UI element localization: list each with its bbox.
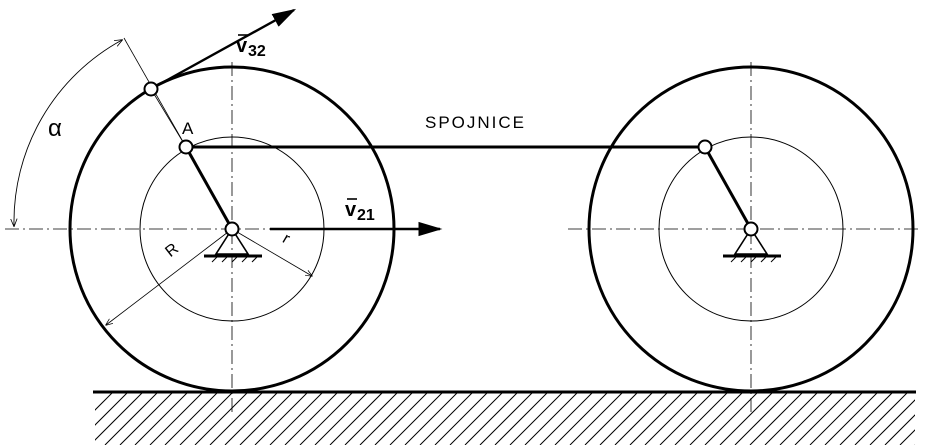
right-crank	[703, 146, 753, 230]
hatch-line	[884, 414, 915, 445]
hatch-line	[269, 392, 324, 445]
right-wheel-inner-circle	[658, 136, 844, 322]
radius-R-label: R	[162, 240, 182, 261]
hatch-line	[779, 392, 834, 445]
hatch-line	[809, 392, 864, 445]
v21-label: v 21	[345, 198, 375, 224]
hatch-line	[524, 392, 579, 445]
right-pivot-support	[723, 227, 781, 263]
hatch-line	[449, 392, 504, 445]
joint-right-center	[743, 221, 759, 237]
joint-A	[178, 139, 194, 155]
hatch-line	[794, 392, 849, 445]
radial-line-rim-to-A	[150, 88, 187, 148]
alpha-arc	[14, 40, 122, 226]
joint-rim-point	[143, 81, 159, 97]
hatch-line	[209, 392, 264, 445]
hatch-line	[434, 392, 489, 445]
hatch-line	[344, 392, 399, 445]
hatch-line	[149, 392, 204, 445]
hatch-line	[314, 392, 369, 445]
hatch-line	[284, 392, 339, 445]
right-wheel-outer-circle	[587, 65, 915, 393]
center-lines	[5, 62, 922, 415]
hatch-line	[734, 392, 789, 445]
hatch-line	[839, 392, 894, 445]
radius-r-label: r	[280, 230, 294, 248]
fixed-pivot-icon	[733, 227, 769, 255]
hatch-line	[95, 392, 114, 411]
ground-hatching	[95, 392, 915, 445]
point-A-label: A	[182, 119, 194, 138]
hatch-line	[254, 392, 309, 445]
hatch-line	[539, 392, 594, 445]
left-pivot-hatch	[211, 255, 259, 263]
hatch-line	[644, 392, 699, 445]
joint-right-crank	[697, 139, 713, 155]
hatch-line	[614, 392, 669, 445]
hatch-line	[299, 392, 354, 445]
v21-subscript: 21	[357, 207, 375, 224]
hatch-line	[119, 392, 174, 445]
joint-left-center	[224, 221, 240, 237]
ground	[93, 390, 916, 445]
v21-symbol: v	[345, 199, 357, 221]
hatch-line	[719, 392, 774, 445]
hatch-line	[194, 392, 249, 445]
hatch-line	[494, 392, 549, 445]
right-wheel	[587, 65, 915, 393]
hatch-line	[854, 392, 909, 445]
v32-subscript: 32	[248, 43, 266, 60]
right-pivot-hatch	[730, 255, 778, 263]
hatch-line	[659, 392, 714, 445]
hatch-line	[569, 392, 624, 445]
fixed-pivot-icon	[214, 227, 250, 255]
velocity-v32-arrow	[150, 8, 297, 91]
hatch-line	[479, 392, 534, 445]
hatch-line	[329, 392, 384, 445]
hatch-line	[749, 392, 804, 445]
left-pivot-support	[204, 227, 262, 263]
hatch-line	[704, 392, 759, 445]
hatch-line	[464, 392, 519, 445]
hatch-line	[224, 392, 279, 445]
hatch-line	[374, 392, 429, 445]
v32-symbol: v	[236, 35, 248, 57]
hatch-line	[824, 392, 879, 445]
hatch-line	[869, 399, 915, 445]
left-crank	[184, 146, 234, 230]
hatch-line	[179, 392, 234, 445]
hatch-line	[674, 392, 729, 445]
hatch-line	[629, 392, 684, 445]
hatch-line	[899, 429, 915, 445]
hatch-line	[164, 392, 219, 445]
hatch-line	[689, 392, 744, 445]
hatch-line	[389, 392, 444, 445]
hatch-line	[509, 392, 564, 445]
radius-r-dimension	[231, 228, 312, 276]
hatch-line	[95, 392, 144, 441]
hatch-line	[404, 392, 459, 445]
hatch-line	[914, 444, 915, 445]
hatch-line	[419, 392, 474, 445]
hatch-line	[359, 392, 414, 445]
hatch-line	[239, 392, 294, 445]
hatch-line	[104, 392, 159, 445]
hatch-line	[599, 392, 654, 445]
hatch-line	[95, 392, 129, 426]
hatch-line	[584, 392, 639, 445]
radius-R-dimension	[106, 228, 233, 325]
hatch-line	[134, 392, 189, 445]
v32-label: v 32	[236, 34, 266, 60]
hatch-line	[764, 392, 819, 445]
spojnice-label: SPOJNICE	[425, 113, 526, 132]
alpha-label: α	[48, 115, 62, 142]
hatch-line	[554, 392, 609, 445]
